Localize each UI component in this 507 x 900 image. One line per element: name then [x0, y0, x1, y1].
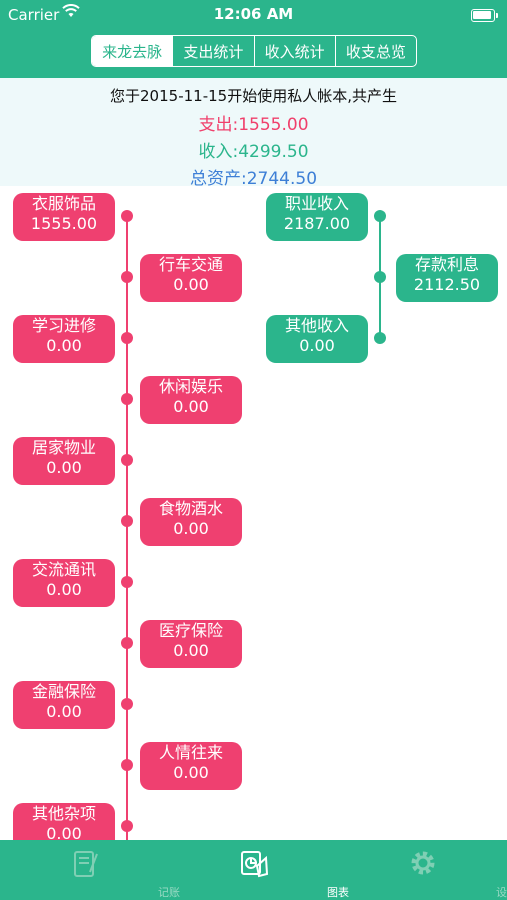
notebook-icon: [68, 846, 102, 880]
expense-node-name: 金融保险: [31, 682, 96, 701]
expense-dot: [121, 393, 133, 405]
expense-node-name: 学习进修: [31, 316, 96, 335]
expense-node-name: 休闲娱乐: [158, 377, 223, 396]
tab-bar: 记账 图表 设置: [0, 840, 507, 900]
expense-node-amount: 0.00: [173, 397, 209, 416]
expense-node-name: 医疗保险: [158, 621, 223, 640]
expense-node-name: 行车交通: [158, 255, 223, 274]
chart-icon: [237, 846, 271, 880]
expense-dot: [121, 271, 133, 283]
tabbar-label-settings: 设置: [496, 886, 507, 899]
tabbar-label-chart: 图表: [327, 886, 349, 899]
expense-dot: [121, 576, 133, 588]
expense-node-amount: 0.00: [173, 763, 209, 782]
tabbar-label-record: 记账: [158, 886, 180, 899]
tabbar-item-chart[interactable]: 图表: [169, 840, 349, 900]
income-dot: [374, 210, 386, 222]
tab-income-stats[interactable]: 收入统计: [255, 36, 336, 66]
income-node-amount: 0.00: [299, 336, 335, 355]
wifi-icon: [62, 3, 80, 22]
income-node-amount: 2187.00: [283, 214, 351, 233]
expense-dot: [121, 637, 133, 649]
expense-dot: [121, 759, 133, 771]
expense-dot: [121, 454, 133, 466]
expense-node-amount: 0.00: [46, 702, 82, 721]
expense-node-amount: 0.00: [46, 336, 82, 355]
expense-dot: [121, 820, 133, 832]
tabbar-item-record[interactable]: 记账: [0, 840, 180, 900]
tab-source[interactable]: 来龙去脉: [92, 36, 174, 66]
expense-dot: [121, 210, 133, 222]
expense-node-amount: 0.00: [173, 519, 209, 538]
expense-node-amount: 0.00: [46, 458, 82, 477]
summary-total: 总资产:2744.50: [189, 169, 318, 189]
tab-overview[interactable]: 收支总览: [345, 42, 406, 61]
carrier-label: Carrier: [8, 6, 60, 24]
expense-node-name: 食物酒水: [158, 499, 223, 518]
expense-dot: [121, 698, 133, 710]
nav-bar: 来龙去脉 支出统计 收入统计 收支总览: [0, 30, 507, 78]
tab-expense-stats[interactable]: 支出统计: [173, 36, 255, 66]
battery-icon: [471, 9, 498, 22]
expense-dot: [121, 332, 133, 344]
tabbar-item-settings[interactable]: 设置: [338, 840, 507, 900]
expense-node-name: 衣服饰品: [31, 194, 96, 213]
expense-node-name: 其他杂项: [31, 804, 96, 823]
expense-node-amount: 0.00: [173, 275, 209, 294]
summary-expense: 支出:1555.00: [198, 115, 309, 135]
gear-icon: [406, 846, 440, 880]
summary-intro: 您于2015-11-15开始使用私人帐本,共产生: [110, 87, 397, 105]
expense-spine: [126, 216, 128, 840]
expense-dot: [121, 515, 133, 527]
segmented-control: 来龙去脉 支出统计 收入统计 收支总览: [91, 35, 417, 67]
clock: 12:06 AM: [213, 5, 294, 23]
income-node-name: 职业收入: [284, 194, 349, 213]
expense-node-amount: 0.00: [46, 580, 82, 599]
expense-node-amount: 0.00: [46, 824, 82, 840]
expense-node-name: 居家物业: [31, 438, 96, 457]
summary-income: 收入:4299.50: [198, 142, 309, 162]
expense-node-name: 人情往来: [158, 743, 223, 762]
income-node-name: 其他收入: [284, 316, 349, 335]
summary-panel: 您于2015-11-15开始使用私人帐本,共产生 支出:1555.00 收入:4…: [0, 78, 507, 189]
income-node-name: 存款利息: [414, 255, 479, 274]
expense-node-amount: 1555.00: [30, 214, 98, 233]
income-dot: [374, 271, 386, 283]
income-dot: [374, 332, 386, 344]
status-bar: Carrier 12:06 AM: [0, 0, 507, 30]
income-node-amount: 2112.50: [413, 275, 481, 294]
expense-node-amount: 0.00: [173, 641, 209, 660]
expense-node-name: 交流通讯: [31, 560, 96, 579]
